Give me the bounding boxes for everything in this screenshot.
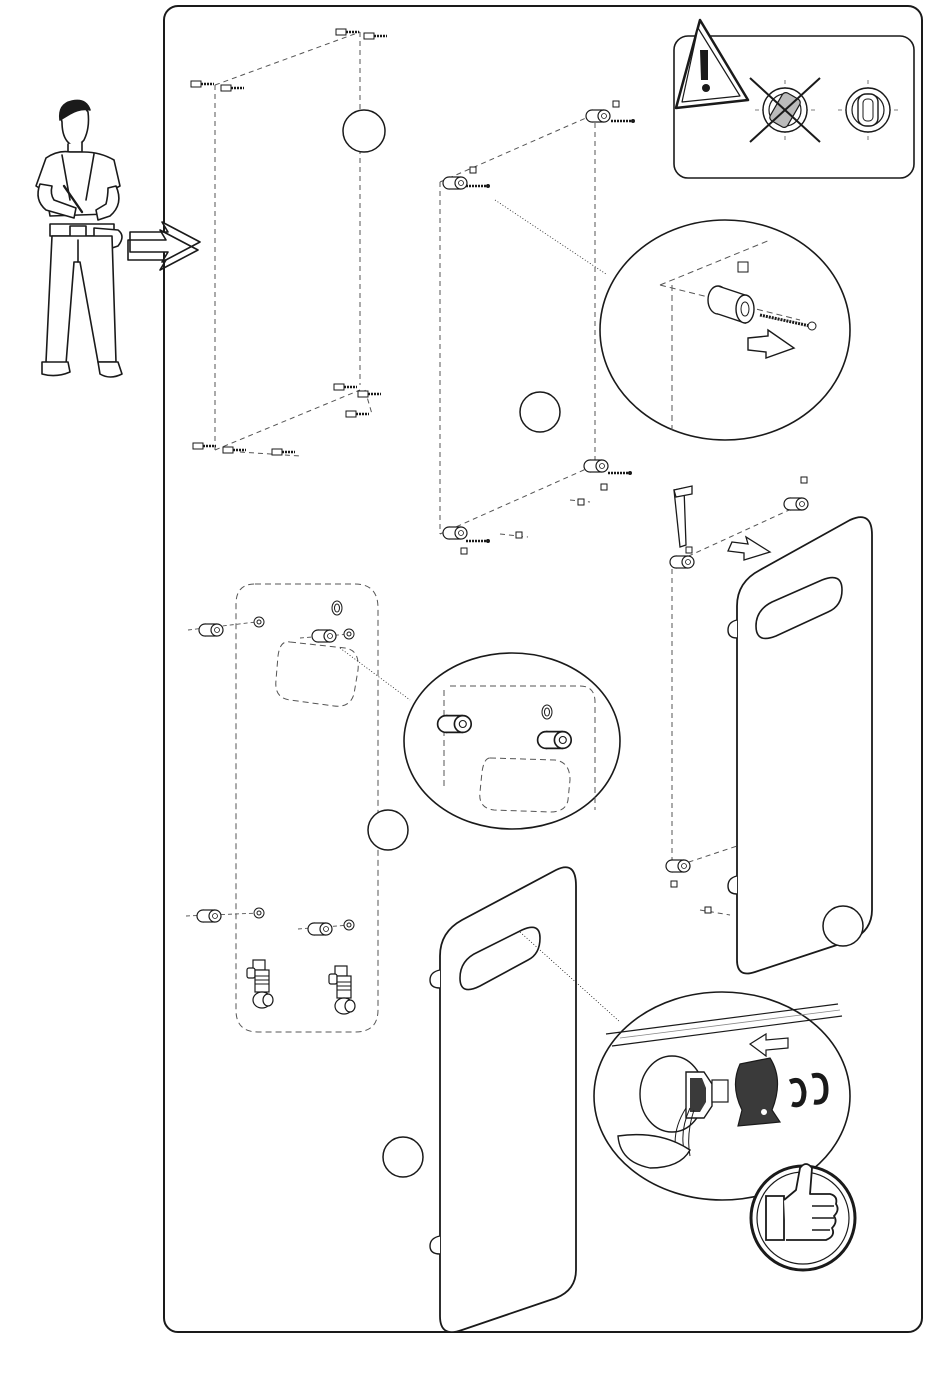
step-1-number-circle: [343, 110, 385, 152]
warning-panel: [674, 20, 914, 178]
angle-valve-icon: [247, 960, 273, 1008]
step-4-number-circle: [823, 906, 863, 946]
allen-key-icon: [674, 486, 692, 547]
bleed-key-icon: [735, 1058, 780, 1126]
detail-bubble-bracket-fixing: [600, 220, 850, 440]
angle-valve-icon: [329, 966, 355, 1014]
step-4-hang-radiator: [666, 477, 872, 974]
step-2-number-circle: [520, 392, 560, 432]
detail-bubble-bracket-position: [404, 653, 620, 829]
radiator-panel: [737, 517, 872, 973]
step-1-drilling-template: [191, 29, 387, 456]
thumbs-up-icon: [751, 1164, 855, 1270]
step-5-number-circle: [383, 1137, 423, 1177]
direction-arrow-icon: [728, 537, 770, 560]
installer-figure-icon: [36, 100, 122, 377]
step-3-attach-brackets: [186, 584, 410, 1032]
step-5-bleed-radiator: [383, 867, 620, 1332]
step-3-number-circle: [368, 810, 408, 850]
